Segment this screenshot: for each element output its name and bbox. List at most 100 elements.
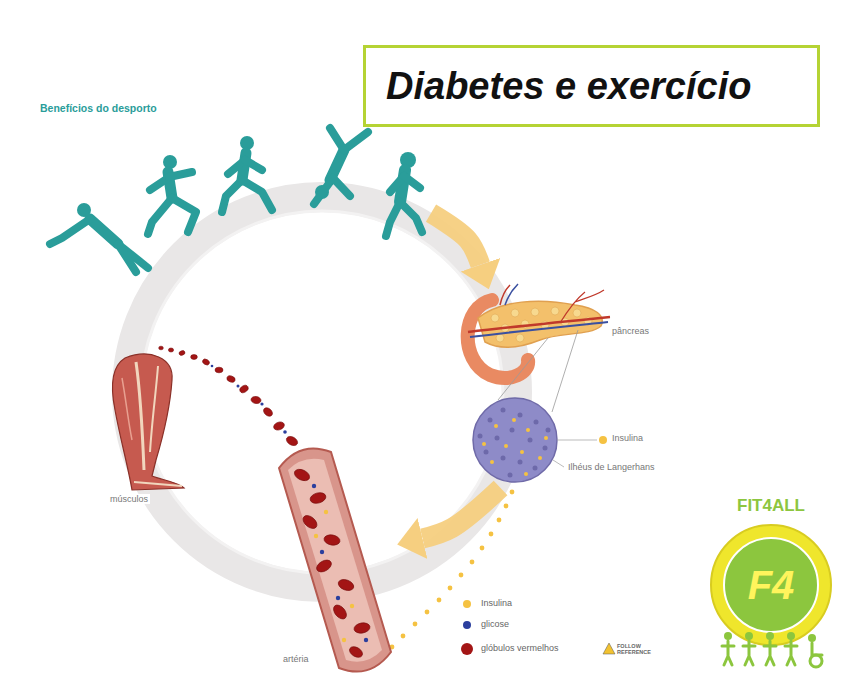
pancreas-illustration-part-part <box>511 309 519 317</box>
islet-illustration-part-part <box>538 456 542 460</box>
blood-cell-trail-part-part <box>191 355 198 360</box>
islet-illustration-part-part <box>524 472 528 476</box>
insulin-trail-part <box>401 634 406 639</box>
title-text: Diabetes e exercício <box>386 65 751 108</box>
insulin-trail-part <box>413 622 418 627</box>
pancreas-illustration-part-part <box>516 334 524 342</box>
organ-label: pâncreas <box>610 326 651 336</box>
blood-cell-trail-part <box>159 346 299 447</box>
artery-illustration-part-part <box>353 622 370 635</box>
legend-swatch <box>461 643 473 655</box>
islet-illustration-part-part <box>526 428 530 432</box>
muscle-illustration-part <box>136 362 144 470</box>
athlete-silhouettes-part <box>404 176 420 188</box>
islet-illustration-part-part <box>501 456 506 461</box>
pancreas-illustration-part-part <box>491 314 499 322</box>
athlete-silhouettes <box>50 128 422 272</box>
artery-illustration-part <box>314 510 354 642</box>
islet-illustration-part-part <box>518 460 523 465</box>
logo-emblem-part-part <box>808 634 816 642</box>
blood-cell-trail-part-part <box>273 421 286 432</box>
logo-emblem-part-part <box>764 641 776 665</box>
artery-illustration-part-part <box>331 603 349 622</box>
flow-arrow <box>422 488 500 539</box>
logo-emblem-part-part <box>785 641 797 665</box>
athlete-silhouettes-part <box>344 132 368 150</box>
muscle-illustration-part <box>150 366 158 452</box>
blood-cell-trail-part-part <box>215 367 223 373</box>
pancreas-illustration-part-part <box>531 308 539 316</box>
blood-cell-trail-part-part <box>239 384 250 394</box>
legend-label: glicose <box>481 619 509 629</box>
artery-illustration-part-part <box>324 510 328 514</box>
muscle-illustration <box>112 354 184 490</box>
islet-illustration-part <box>557 440 597 441</box>
athlete-silhouettes-part <box>222 180 242 212</box>
artery-vessel: artéria <box>262 446 398 671</box>
blood-cell-trail-part <box>211 365 287 434</box>
artery-illustration-part-part <box>312 484 316 488</box>
logo-emblem-part-part <box>724 632 732 640</box>
reference-note: FOLLOW REFERENCE <box>617 643 657 655</box>
athlete-silhouettes-part <box>50 219 90 244</box>
islet-illustration-part-part <box>482 442 486 446</box>
blood-cell-trail-part-part <box>250 396 261 405</box>
insulin-trail-part <box>480 546 485 551</box>
reference-icon-part <box>603 643 615 654</box>
pancreas-illustration-part-part <box>573 309 581 317</box>
artery-illustration-part <box>288 459 382 662</box>
islet-illustration-part-part <box>504 444 508 448</box>
islet-cluster: InsulinaIlhéus de Langerhans <box>470 398 661 488</box>
islet-illustration-part-part <box>495 436 500 441</box>
artery-illustration-part <box>312 484 368 642</box>
blood-cell-trail-part-part <box>226 375 236 384</box>
zoom-lines-part <box>498 338 548 400</box>
insulin-trail-part <box>510 490 515 495</box>
pancreas-illustration-part <box>505 284 518 305</box>
insulin-trail-part <box>489 532 494 537</box>
insulin-trail-part <box>437 598 442 603</box>
logo-emblem-part-part <box>810 655 822 667</box>
insulin-trail-part <box>470 560 475 565</box>
logo-monogram: F4 <box>748 562 795 608</box>
artery-illustration-part <box>279 448 391 671</box>
athlete-silhouettes-part <box>90 219 118 244</box>
logo-emblem-part-part <box>766 632 774 640</box>
pancreas-illustration-part <box>500 285 510 305</box>
pancreas-organ: pâncreas <box>458 288 658 380</box>
substance-label: Insulina <box>610 433 645 443</box>
logo-emblem-part <box>711 525 831 645</box>
islet-illustration-part-part <box>543 446 548 451</box>
artery-illustration-part-part <box>293 467 312 483</box>
pancreas-illustration-part-part <box>551 307 559 315</box>
insulin-trail-part <box>425 610 430 615</box>
logo-emblem-part <box>722 632 822 667</box>
athlete-silhouettes-part <box>118 244 136 272</box>
artery-illustration-part <box>293 467 371 659</box>
athletes-group: Benefícios do desporto <box>36 98 431 278</box>
athlete-silhouettes-part <box>169 172 192 177</box>
islet-illustration-part-part <box>546 428 551 433</box>
blood-cell-trail-part-part <box>202 358 211 366</box>
legend-label: glóbulos vermelhos <box>481 643 559 653</box>
artery-illustration-part-part <box>348 645 365 660</box>
insulin-trail <box>380 490 515 660</box>
islet-illustration-part-part <box>533 466 538 471</box>
pancreas-illustration <box>468 284 610 378</box>
muscle-illustration-part <box>112 354 184 490</box>
logo-emblem-part-part <box>743 641 755 665</box>
artery-illustration-part-part <box>337 578 355 593</box>
logo-emblem-part-part <box>812 643 822 655</box>
logo-emblem-part-part <box>787 632 795 640</box>
artery-illustration-part-part <box>315 558 334 575</box>
blood-cell-trail-part-part <box>178 350 185 356</box>
group-title: Benefícios do desporto <box>38 102 159 114</box>
organ-label: músculos <box>108 494 150 504</box>
islet-illustration-part-part <box>484 450 489 455</box>
islet-illustration-part <box>473 398 557 482</box>
athlete-silhouettes-part <box>242 180 272 210</box>
pancreas-illustration-part-part <box>496 334 504 342</box>
islet-illustration-part <box>482 418 548 476</box>
blood-cell-trail-part-part <box>159 346 164 350</box>
